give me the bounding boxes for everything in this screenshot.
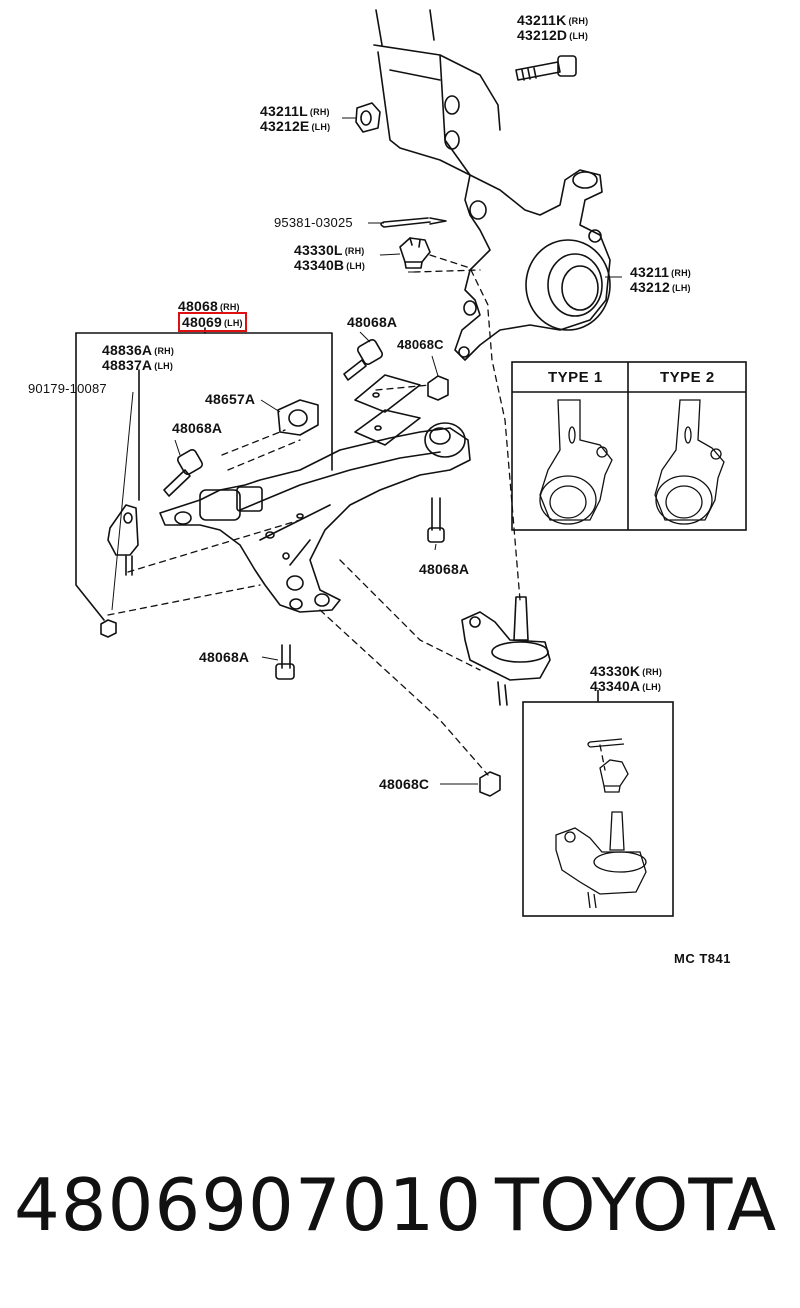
footer-brand: TOYOTA	[495, 1163, 777, 1247]
label-bolt-top: 43211K(RH) 43212D(LH)	[517, 12, 589, 43]
plates-illustration	[354, 374, 421, 446]
label-bracket: 48836A(RH) 48837A(LH)	[102, 342, 175, 373]
label-castle-nut: 43330L(RH) 43340B(LH)	[294, 242, 366, 273]
label-bushing: 48657A	[205, 391, 256, 407]
lower-control-arm-illustration	[159, 422, 471, 613]
type-2-title: TYPE 2	[660, 369, 715, 386]
label-nut-top: 43211L(RH) 43212E(LH)	[260, 103, 331, 134]
strut-illustration	[373, 9, 501, 176]
suspension-exploded-diagram	[75, 9, 747, 917]
ball-joint-kit-box	[408, 271, 674, 917]
top-nut-illustration	[355, 102, 381, 133]
highlighted-part-number: 48069(LH)	[178, 312, 247, 332]
label-bolt-48068a-2: 48068A	[172, 420, 223, 436]
cotter-pin-illustration	[380, 217, 447, 228]
label-bolt-48068a-1: 48068A	[347, 314, 398, 330]
top-bolt-illustration	[515, 55, 577, 81]
steering-knuckle-illustration	[454, 169, 611, 361]
ball-joint-illustration	[461, 596, 551, 706]
nut-illustrations	[100, 375, 501, 797]
label-bolt-48068a-4: 48068A	[199, 649, 250, 665]
label-nut-48068c-1: 48068C	[397, 337, 444, 352]
label-arm-assembly: 48068(RH) 48069(LH)	[178, 299, 247, 332]
bolt-illustrations	[163, 339, 445, 680]
label-knuckle: 43211(RH) 43212(LH)	[630, 264, 691, 295]
footer-part-number: 4806907010	[14, 1163, 483, 1247]
type-1-title: TYPE 1	[548, 369, 603, 386]
castle-nut-illustration	[399, 237, 431, 269]
label-nut-48068c-2: 48068C	[379, 776, 430, 792]
label-cotter-pin: 95381-03025	[274, 215, 353, 230]
bushing-illustration	[277, 399, 319, 436]
label-bolt-48068a-3: 48068A	[419, 561, 470, 577]
label-nut-90179: 90179-10087	[28, 381, 107, 396]
bracket-illustration	[107, 504, 139, 576]
type-comparison-box	[511, 361, 747, 531]
diagram-code: MC T841	[674, 951, 731, 966]
label-ball-joint: 43330K(RH) 43340A(LH)	[590, 663, 663, 694]
